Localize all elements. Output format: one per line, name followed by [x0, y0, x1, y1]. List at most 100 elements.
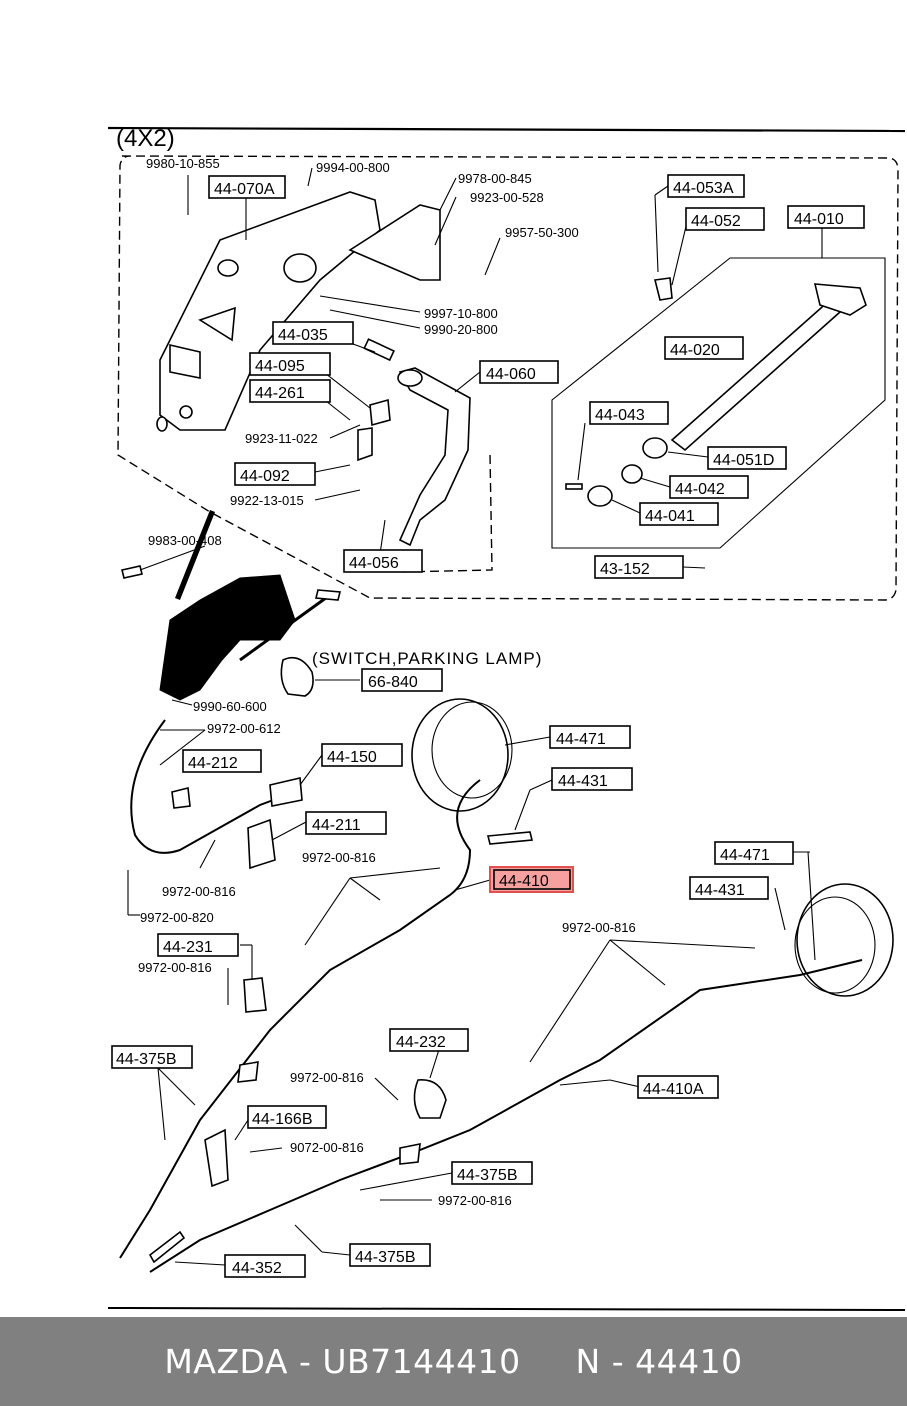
leader-lines	[127, 167, 823, 1266]
part-number: 9978-00-845	[458, 171, 532, 186]
part-number: 9972-00-816	[302, 850, 376, 865]
spring-44-352	[148, 1230, 186, 1264]
switch-note: (SWITCH,PARKING LAMP)	[312, 649, 542, 668]
part-label-44-212: 44-212	[182, 749, 262, 773]
spring-44-431	[486, 831, 534, 845]
part-number: 9994-00-800	[316, 160, 390, 175]
part-number: 9972-00-820	[140, 910, 214, 925]
part-label-44-431-right: 44-431	[551, 767, 633, 791]
part-number: 9957-50-300	[505, 225, 579, 240]
svg-text:44-053A: 44-053A	[673, 180, 734, 197]
part-label-44-070A: 44-070A	[208, 175, 286, 199]
equalizer	[269, 777, 303, 807]
part-number: 9923-00-528	[470, 190, 544, 205]
bolt-9983	[121, 565, 143, 579]
part-label-44-150: 44-150	[321, 743, 403, 767]
part-number: 9983-00-408	[148, 533, 222, 548]
svg-text:44-431: 44-431	[558, 773, 608, 790]
svg-text:44-471: 44-471	[720, 847, 770, 864]
part-numbers: 9980-10-855 9994-00-800 9978-00-845 9923…	[138, 156, 636, 1208]
svg-text:44-051D: 44-051D	[713, 452, 774, 469]
svg-text:44-211: 44-211	[312, 817, 361, 834]
part-label-44-211: 44-211	[305, 811, 387, 835]
part-number: 9972-00-816	[162, 884, 236, 899]
cable-fitting-2	[399, 1143, 421, 1165]
part-label-44-410-highlighted: 44-410	[489, 866, 574, 893]
svg-text:43-152: 43-152	[600, 561, 650, 578]
part-number: 9923-11-022	[245, 431, 318, 446]
right-rear-cable	[119, 779, 481, 1259]
part-number: 9972-00-816	[290, 1070, 364, 1085]
svg-text:44-010: 44-010	[794, 211, 844, 228]
svg-text:44-092: 44-092	[240, 468, 290, 485]
svg-text:44-471: 44-471	[556, 731, 606, 748]
part-label-44-410A: 44-410A	[637, 1075, 719, 1099]
bracket-44-212	[171, 787, 191, 809]
part-number: 9972-00-816	[562, 920, 636, 935]
part-number: 9980-10-855	[146, 156, 220, 171]
svg-text:44-431: 44-431	[695, 882, 745, 899]
svg-text:44-035: 44-035	[278, 327, 328, 344]
pedal-bracket	[156, 191, 381, 432]
part-label-44-232: 44-232	[389, 1028, 469, 1052]
part-number: 9972-00-612	[207, 721, 281, 736]
svg-text:44-095: 44-095	[255, 358, 305, 375]
rod	[239, 593, 331, 662]
part-label-44-052: 44-052	[685, 207, 765, 231]
svg-text:44-043: 44-043	[595, 407, 645, 424]
bracket-44-231	[243, 977, 267, 1013]
section-title: (4X2)	[116, 125, 175, 152]
pedal-arm-upper	[348, 204, 441, 281]
part-label-44-431-left: 44-431	[689, 876, 769, 900]
part-number: 9997-10-800	[424, 306, 498, 321]
part-label-44-060: 44-060	[479, 360, 559, 384]
svg-text:44-375B: 44-375B	[457, 1167, 518, 1184]
top-rule	[107, 126, 906, 133]
bracket-44-211	[247, 818, 276, 870]
left-brake-drum	[794, 883, 894, 997]
part-label-44-352: 44-352	[224, 1254, 306, 1278]
part-label-44-471-left: 44-471	[714, 841, 794, 865]
part-label-44-092: 44-092	[234, 462, 316, 486]
svg-text:44-042: 44-042	[675, 481, 725, 498]
footer-banner: MAZDA - UB7144410 N - 44410	[0, 1317, 907, 1406]
bracket-44-166B	[204, 1128, 229, 1188]
bottom-rule	[107, 1307, 906, 1311]
svg-text:44-041: 44-041	[645, 508, 695, 525]
front-cable	[130, 719, 301, 854]
svg-text:44-231: 44-231	[163, 939, 213, 956]
part-label-44-020: 44-020	[664, 336, 744, 360]
rod-end	[314, 589, 342, 601]
parts-diagram: (4X2)	[107, 125, 906, 1311]
svg-text:44-150: 44-150	[327, 749, 377, 766]
parking-lever	[565, 277, 867, 507]
part-label-44-053A: 44-053A	[667, 174, 745, 198]
svg-text:44-060: 44-060	[486, 366, 536, 383]
bracket-44-232	[413, 1079, 447, 1119]
parking-lamp-switch	[280, 656, 314, 697]
part-label-44-231: 44-231	[157, 933, 239, 957]
right-brake-drum	[411, 698, 513, 812]
svg-text:44-052: 44-052	[691, 213, 741, 230]
svg-text:44-232: 44-232	[396, 1034, 446, 1051]
left-rear-cable	[149, 959, 863, 1273]
part-number: 9072-00-816	[290, 1140, 364, 1155]
part-label-44-375B-mid: 44-375B	[451, 1161, 533, 1185]
part-label-44-471-right: 44-471	[549, 725, 631, 749]
part-number: 9922-13-015	[230, 493, 304, 508]
svg-text:44-375B: 44-375B	[355, 1249, 416, 1266]
part-label-44-035: 44-035	[272, 321, 354, 345]
part-label-44-375B-bottom: 44-375B	[349, 1243, 431, 1267]
pin	[363, 338, 395, 362]
svg-text:44-261: 44-261	[255, 385, 305, 402]
clip	[369, 398, 391, 427]
svg-text:44-212: 44-212	[188, 755, 238, 772]
svg-text:44-410: 44-410	[499, 873, 549, 890]
part-label-44-261: 44-261	[249, 379, 331, 403]
part-label-44-043: 44-043	[589, 401, 669, 425]
footer-text: MAZDA - UB7144410 N - 44410	[164, 1342, 743, 1381]
lever-frame	[551, 257, 886, 549]
bracket-small	[357, 427, 373, 462]
part-label-44-041: 44-041	[639, 502, 719, 526]
part-label-44-095: 44-095	[249, 352, 331, 376]
